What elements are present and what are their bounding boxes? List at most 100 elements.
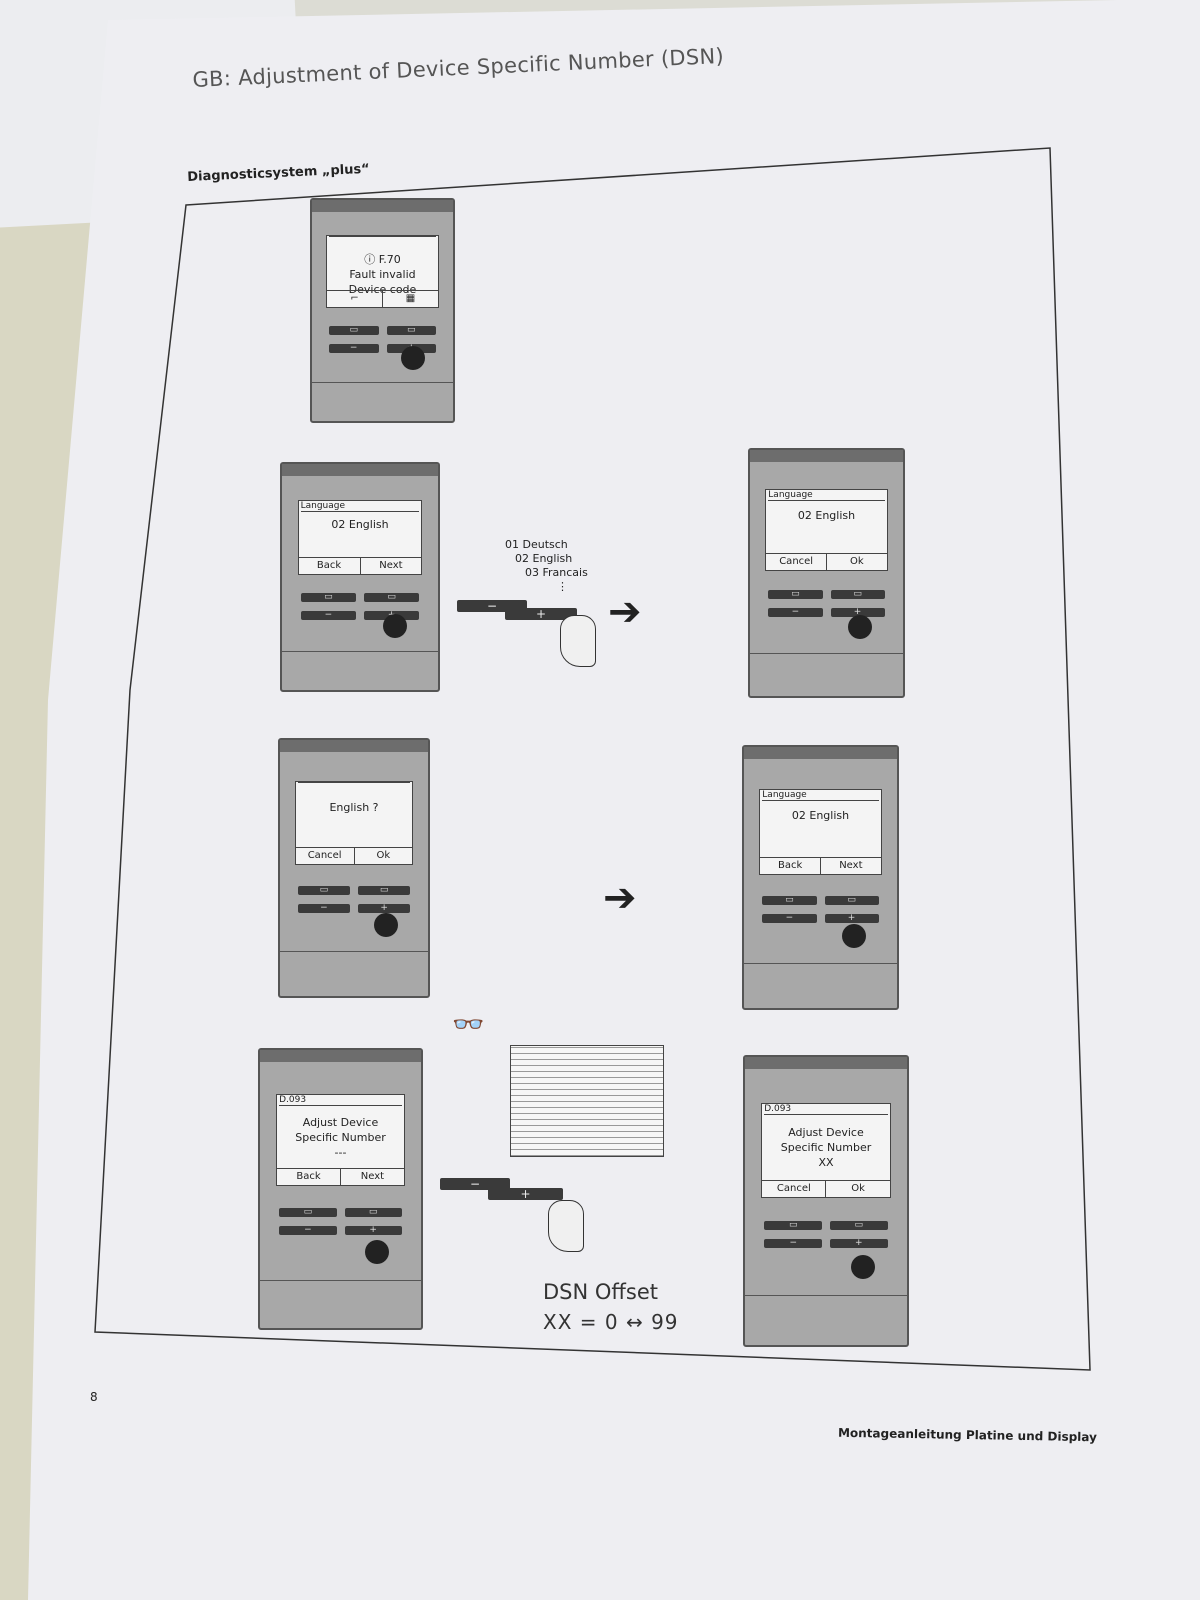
- plus-key[interactable]: +: [488, 1188, 563, 1200]
- arrow-right-icon: ➔: [608, 589, 642, 635]
- right-select-key[interactable]: ▭: [358, 885, 411, 895]
- language-option: 01 Deutsch: [505, 538, 568, 551]
- reset-knob[interactable]: [850, 1254, 875, 1279]
- screen-line: Device code: [348, 282, 417, 296]
- device-top: [280, 740, 428, 752]
- reset-knob[interactable]: [400, 346, 425, 371]
- device-top: [260, 1050, 421, 1062]
- soft-button-right[interactable]: ▦: [382, 291, 438, 308]
- device-screen: English ? Cancel Ok: [294, 780, 414, 866]
- language-option: 02 English: [515, 552, 573, 565]
- screen-line: Adjust Device: [788, 1125, 864, 1139]
- soft-button-left[interactable]: Cancel: [776, 1183, 811, 1195]
- screen-label: [329, 236, 436, 238]
- device-top: [282, 464, 438, 476]
- plus-key[interactable]: +: [830, 608, 885, 618]
- soft-button-right[interactable]: Ok: [826, 553, 887, 570]
- soft-button-left[interactable]: Back: [296, 1171, 321, 1183]
- soft-button-left[interactable]: Back: [778, 859, 803, 871]
- right-select-key[interactable]: ▭: [386, 325, 437, 335]
- minus-key[interactable]: −: [764, 1239, 822, 1249]
- reset-knob[interactable]: [842, 923, 867, 948]
- screen-label: Language: [768, 490, 885, 502]
- plus-key[interactable]: +: [824, 913, 879, 923]
- device-base: [260, 1279, 421, 1328]
- right-select-key[interactable]: ▭: [364, 592, 420, 602]
- soft-button-right[interactable]: Ok: [353, 848, 413, 865]
- screen-line: ---: [334, 1146, 347, 1160]
- screen-label: Language: [762, 790, 879, 801]
- screen-line: XX: [818, 1155, 834, 1169]
- screen-label: D.093: [279, 1095, 402, 1107]
- code-table-illustration: [510, 1045, 664, 1157]
- device-base: [745, 1295, 907, 1345]
- soft-button-left[interactable]: Cancel: [307, 850, 342, 862]
- screen-line: Specific Number: [780, 1140, 872, 1154]
- dsn-offset-label: DSN Offset: [543, 1280, 658, 1304]
- soft-button-right[interactable]: Next: [340, 1169, 404, 1186]
- device-screen: Language 02 English Back Next: [297, 500, 423, 575]
- plus-key[interactable]: +: [830, 1239, 888, 1249]
- soft-button-left[interactable]: Cancel: [779, 555, 814, 567]
- device-base: [282, 650, 438, 690]
- reset-knob[interactable]: [382, 614, 407, 639]
- screen-line: English ?: [329, 801, 379, 815]
- display-device: Language 02 English Back Next ▭▭ −+: [280, 462, 440, 692]
- minus-key[interactable]: −: [300, 610, 356, 620]
- device-top: [750, 450, 903, 462]
- device-base: [744, 962, 897, 1008]
- more-indicator: ⋮: [557, 580, 568, 593]
- soft-button-left[interactable]: Back: [316, 559, 342, 571]
- left-select-key[interactable]: ▭: [768, 590, 823, 600]
- hand-icon: [548, 1200, 584, 1252]
- plus-key[interactable]: +: [358, 903, 411, 913]
- reset-knob[interactable]: [374, 913, 399, 938]
- left-select-key[interactable]: ▭: [279, 1208, 337, 1218]
- dsn-range: XX = 0 ↔ 99: [543, 1310, 679, 1334]
- screen-line: 02 English: [791, 809, 850, 823]
- screen-line: Fault invalid: [349, 267, 416, 281]
- screen-line: Specific Number: [295, 1131, 386, 1145]
- display-device: English ? Cancel Ok ▭ ▭ −+: [278, 738, 430, 998]
- display-device: Language 02 English Back Next ▭ ▭ −+: [742, 745, 899, 1010]
- screen-line: Adjust Device: [302, 1116, 379, 1130]
- right-select-key[interactable]: ▭: [344, 1208, 402, 1218]
- soft-button-right[interactable]: Next: [359, 557, 422, 574]
- screen-label: [297, 781, 411, 783]
- device-base: [312, 382, 453, 421]
- reset-knob[interactable]: [364, 1240, 389, 1265]
- left-select-key[interactable]: ▭: [762, 895, 817, 905]
- right-select-key[interactable]: ▭: [830, 1221, 888, 1231]
- soft-button-right[interactable]: Next: [820, 857, 881, 874]
- minus-key[interactable]: −: [762, 913, 817, 923]
- screen-line: 02 English: [797, 508, 856, 522]
- soft-button-left[interactable]: ⌐: [350, 293, 359, 305]
- left-select-key[interactable]: ▭: [297, 885, 350, 895]
- plus-key[interactable]: +: [505, 608, 577, 620]
- right-select-key[interactable]: ▭: [824, 895, 879, 905]
- minus-key[interactable]: −: [297, 903, 350, 913]
- left-select-key[interactable]: ▭: [300, 592, 356, 602]
- minus-key[interactable]: −: [328, 343, 379, 353]
- minus-key[interactable]: −: [279, 1226, 337, 1236]
- reset-knob[interactable]: [848, 615, 873, 640]
- page-number: 8: [90, 1390, 98, 1404]
- screen-line: 02 English: [331, 518, 389, 532]
- screen-line: ⓘ F.70: [364, 252, 401, 266]
- right-select-key[interactable]: ▭: [830, 590, 885, 600]
- device-screen: Language 02 English Back Next: [759, 788, 882, 875]
- soft-button-right[interactable]: Ok: [825, 1181, 889, 1198]
- left-select-key[interactable]: ▭: [328, 325, 379, 335]
- left-select-key[interactable]: ▭: [764, 1221, 822, 1231]
- language-option: 03 Francais: [525, 566, 588, 579]
- minus-key[interactable]: −: [440, 1178, 510, 1190]
- plus-key[interactable]: +: [344, 1226, 402, 1236]
- minus-key[interactable]: −: [768, 608, 823, 618]
